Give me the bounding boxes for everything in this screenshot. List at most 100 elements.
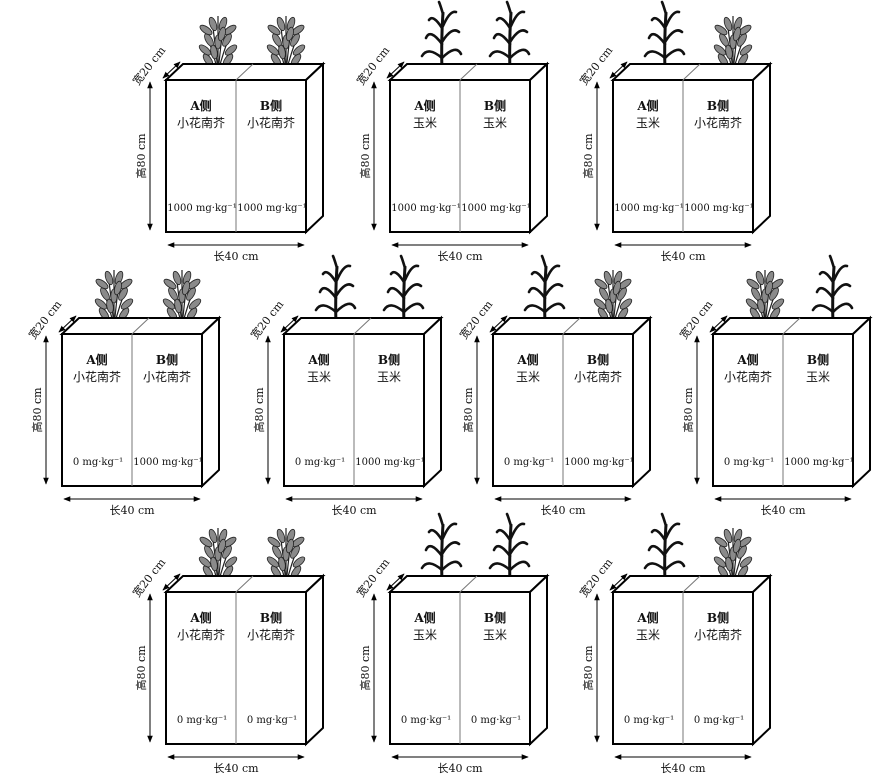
width-label: 宽20 cm [129,555,168,600]
side-a-plant-label: 玉米 [516,370,540,384]
side-a-concentration: 0 mg·kg⁻¹ [177,715,227,726]
side-b-label: B侧 [807,352,829,367]
side-a-plant-label: 玉米 [636,628,660,642]
height-label: 高80 cm [358,645,372,691]
side-a-concentration: 1000 mg·kg⁻¹ [614,203,683,214]
length-label: 长40 cm [760,504,806,517]
side-a-concentration: 0 mg·kg⁻¹ [624,715,674,726]
side-b-label: B侧 [484,610,506,625]
side-b-label: B侧 [378,352,400,367]
length-label: 长40 cm [437,250,483,263]
height-label: 高80 cm [358,133,372,179]
box-divider-top [562,317,581,335]
length-label: 长40 cm [331,504,377,517]
box-side-face [852,315,871,489]
side-a-plant-label: 玉米 [307,370,331,384]
side-a-concentration: 0 mg·kg⁻¹ [295,457,345,468]
width-label: 宽20 cm [353,555,392,600]
side-a-plant-label: 小花南芥 [724,369,772,384]
side-b-concentration: 1000 mg·kg⁻¹ [237,203,306,214]
height-label: 高80 cm [252,387,266,433]
width-label: 宽20 cm [576,43,615,88]
side-b-plant-label: 小花南芥 [247,115,295,130]
box-divider-top [353,317,372,335]
side-b-concentration: 1000 mg·kg⁻¹ [784,457,853,468]
side-b-plant-label: 小花南芥 [143,369,191,384]
length-label: 长40 cm [660,250,706,263]
width-label: 宽20 cm [576,555,615,600]
side-b-plant-label: 玉米 [377,370,401,384]
side-a-concentration: 0 mg·kg⁻¹ [401,715,451,726]
side-b-label: B侧 [707,610,729,625]
length-label: 长40 cm [109,504,155,517]
box-side-face [201,315,220,489]
box-divider-top [459,575,478,593]
side-a-plant-label: 玉米 [413,628,437,642]
length-label: 长40 cm [660,762,706,775]
length-label: 长40 cm [437,762,483,775]
side-a-plant-label: 玉米 [413,116,437,130]
side-b-concentration: 0 mg·kg⁻¹ [247,715,297,726]
side-a-label: A侧 [189,610,211,625]
side-a-concentration: 1000 mg·kg⁻¹ [167,203,236,214]
side-a-label: A侧 [413,98,435,113]
side-a-concentration: 0 mg·kg⁻¹ [504,457,554,468]
side-b-label: B侧 [484,98,506,113]
side-a-plant-label: 小花南芥 [73,369,121,384]
box-divider-top [235,63,254,81]
side-a-label: A侧 [636,610,658,625]
width-label: 宽20 cm [456,297,495,342]
side-a-concentration: 1000 mg·kg⁻¹ [391,203,460,214]
side-b-plant-label: 玉米 [483,628,507,642]
width-dimension-arrow [386,61,405,79]
height-label: 高80 cm [30,387,44,433]
box-side-face [752,61,771,235]
side-a-plant-label: 小花南芥 [177,627,225,642]
side-a-label: A侧 [189,98,211,113]
width-dimension-arrow [489,315,508,333]
width-label: 宽20 cm [129,43,168,88]
side-b-concentration: 1000 mg·kg⁻¹ [684,203,753,214]
side-a-plant-label: 玉米 [636,116,660,130]
box-side-face [305,573,324,747]
width-dimension-arrow [280,315,299,333]
side-b-concentration: 1000 mg·kg⁻¹ [355,457,424,468]
box-side-face [632,315,651,489]
box-divider-top [235,575,254,593]
side-b-plant-label: 小花南芥 [247,627,295,642]
side-a-label: A侧 [736,352,758,367]
box-divider-top [682,63,701,81]
box-side-face [305,61,324,235]
box-divider-top [459,63,478,81]
width-dimension-arrow [609,61,628,79]
box-side-face [529,61,548,235]
side-b-concentration: 1000 mg·kg⁻¹ [133,457,202,468]
height-label: 高80 cm [461,387,475,433]
width-dimension-arrow [162,573,181,591]
width-dimension-arrow [609,573,628,591]
box-divider-top [782,317,801,335]
height-label: 高80 cm [134,645,148,691]
width-label: 宽20 cm [25,297,64,342]
box-divider-top [131,317,150,335]
side-a-label: A侧 [307,352,329,367]
height-label: 高80 cm [581,645,595,691]
side-a-label: A侧 [413,610,435,625]
width-dimension-arrow [58,315,77,333]
side-b-concentration: 0 mg·kg⁻¹ [471,715,521,726]
side-b-label: B侧 [260,610,282,625]
length-label: 长40 cm [213,250,259,263]
side-b-plant-label: 小花南芥 [574,369,622,384]
side-b-plant-label: 小花南芥 [694,115,742,130]
box-side-face [423,315,442,489]
box-divider-top [682,575,701,593]
side-b-plant-label: 小花南芥 [694,627,742,642]
side-b-label: B侧 [156,352,178,367]
